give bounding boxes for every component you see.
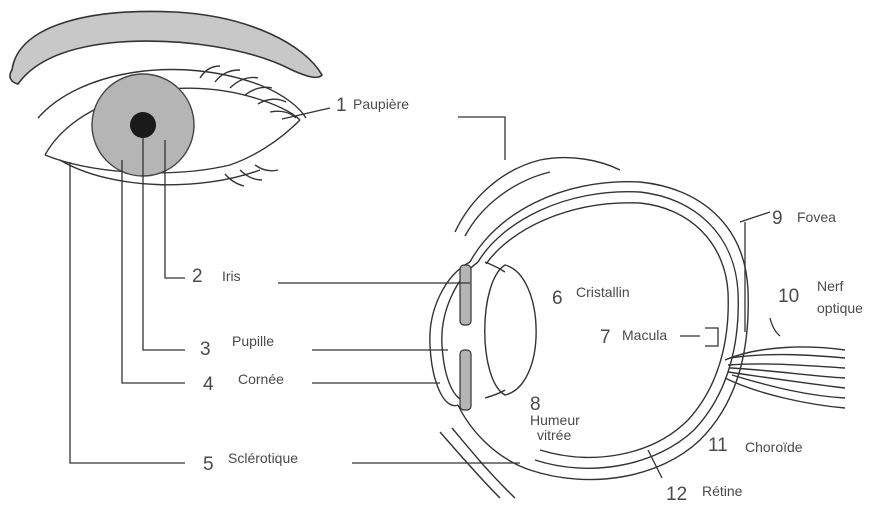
label-choroide: 11 Choroïde: [708, 435, 803, 456]
front-eye-view: [10, 11, 322, 186]
svg-text:optique: optique: [817, 300, 863, 316]
svg-text:Iris: Iris: [222, 268, 241, 284]
svg-text:9: 9: [772, 208, 783, 229]
label-fovea: 9 Fovea: [772, 208, 836, 229]
svg-text:2: 2: [192, 266, 203, 287]
label-humeur-vitree: 8 Humeur vitrée: [530, 394, 580, 443]
label-iris: 2 Iris: [192, 266, 241, 287]
svg-text:Rétine: Rétine: [702, 483, 743, 499]
svg-text:4: 4: [203, 374, 214, 395]
svg-text:Pupille: Pupille: [232, 333, 274, 349]
svg-text:vitrée: vitrée: [537, 427, 571, 443]
pupil-dot: [130, 112, 156, 138]
svg-text:Nerf: Nerf: [817, 278, 844, 294]
svg-text:11: 11: [708, 435, 728, 456]
svg-text:Cristallin: Cristallin: [576, 284, 630, 300]
lens-shape: [485, 265, 536, 395]
svg-text:5: 5: [203, 454, 214, 475]
label-sclerotique: 5 Sclérotique: [203, 450, 298, 475]
svg-text:Macula: Macula: [622, 327, 667, 343]
eyebrow: [10, 11, 322, 84]
svg-text:Fovea: Fovea: [797, 209, 836, 225]
label-nerf-optique: 10 Nerf optique: [778, 278, 863, 316]
label-paupiere: 1 Paupière: [336, 95, 409, 116]
svg-text:Paupière: Paupière: [353, 96, 409, 112]
svg-text:Choroïde: Choroïde: [745, 439, 803, 455]
svg-text:10: 10: [778, 286, 799, 307]
svg-text:Cornée: Cornée: [238, 371, 284, 387]
svg-text:6: 6: [552, 288, 563, 309]
label-retine: 12 Rétine: [666, 483, 743, 505]
label-cristallin: 6 Cristallin: [552, 284, 630, 309]
svg-text:1: 1: [336, 95, 347, 116]
label-macula: 7 Macula: [600, 327, 667, 348]
svg-text:7: 7: [600, 327, 611, 348]
svg-text:3: 3: [200, 339, 211, 360]
svg-text:Humeur: Humeur: [530, 412, 580, 428]
label-cornee: 4 Cornée: [203, 371, 284, 395]
label-pupille: 3 Pupille: [200, 333, 274, 360]
svg-text:Sclérotique: Sclérotique: [228, 450, 298, 466]
svg-text:12: 12: [666, 484, 687, 505]
